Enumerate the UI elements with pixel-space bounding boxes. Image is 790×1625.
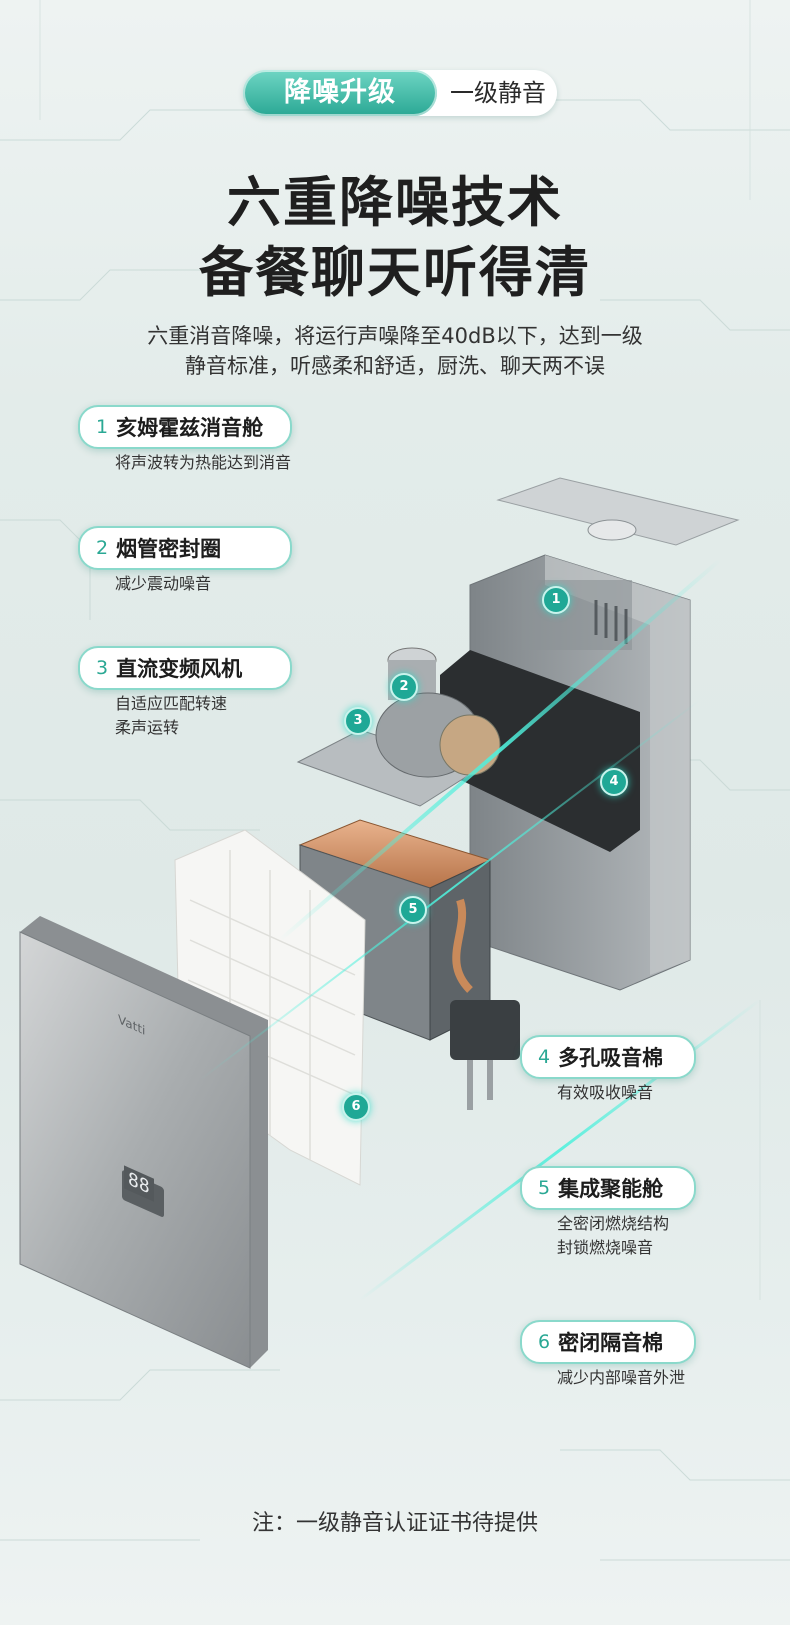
marker-6: 6 [342, 1093, 370, 1121]
feature-desc-3: 自适应匹配转速 柔声运转 [115, 694, 228, 737]
feature-label: 直流变频风机 [116, 657, 243, 681]
tag-main-label: 降噪升级 [243, 70, 437, 116]
headline-line-1: 六重降噪技术 [227, 171, 563, 234]
marker-4: 4 [600, 768, 628, 796]
feature-desc-1: 将声波转为热能达到消音 [115, 453, 292, 472]
marker-2: 2 [390, 673, 418, 701]
feature-pill-5: 5 集成聚能舱 [520, 1166, 696, 1210]
feature-desc-4: 有效吸收噪音 [557, 1083, 654, 1102]
feature-label: 亥姆霍兹消音舱 [116, 416, 264, 440]
feature-desc-5: 全密闭燃烧结构 封锁燃烧噪音 [557, 1214, 670, 1257]
feature-desc-2: 减少震动噪音 [115, 574, 212, 593]
description-line-1: 六重消音降噪，将运行声噪降至40dB以下，达到一级 [147, 324, 643, 348]
top-cover [496, 477, 740, 546]
feature-label: 集成聚能舱 [558, 1177, 664, 1201]
feature-desc-6: 减少内部噪音外泄 [557, 1368, 686, 1387]
feature-pill-3: 3 直流变频风机 [78, 646, 292, 690]
tag-sub-label: 一级静音 [450, 79, 546, 107]
feature-tag: 降噪升级 一级静音 [243, 70, 557, 116]
marker-3: 3 [344, 707, 372, 735]
feature-number: 3 [96, 657, 109, 679]
feature-pill-4: 4 多孔吸音棉 [520, 1035, 696, 1079]
feature-pill-1: 1 亥姆霍兹消音舱 [78, 405, 292, 449]
feature-pill-2: 2 烟管密封圈 [78, 526, 292, 570]
feature-number: 2 [96, 537, 109, 559]
feature-label: 烟管密封圈 [116, 537, 222, 561]
feature-pill-6: 6 密闭隔音棉 [520, 1320, 696, 1364]
feature-number: 5 [538, 1177, 551, 1199]
feature-number: 4 [538, 1046, 551, 1068]
fan-assembly [296, 647, 501, 807]
headline-line-2: 备餐聊天听得清 [199, 241, 591, 304]
certification-note: 注：一级静音认证证书待提供 [251, 1511, 538, 1536]
marker-1: 1 [542, 586, 570, 614]
sound-absorbing-foam [440, 650, 640, 852]
feature-label: 密闭隔音棉 [558, 1331, 664, 1355]
description-line-2: 静音标准，听感柔和舒适，厨洗、聊天两不误 [185, 354, 605, 378]
front-panel [19, 916, 268, 1369]
feature-number: 1 [96, 416, 109, 438]
feature-number: 6 [538, 1331, 551, 1353]
feature-label: 多孔吸音棉 [558, 1046, 664, 1070]
marker-5: 5 [399, 896, 427, 924]
